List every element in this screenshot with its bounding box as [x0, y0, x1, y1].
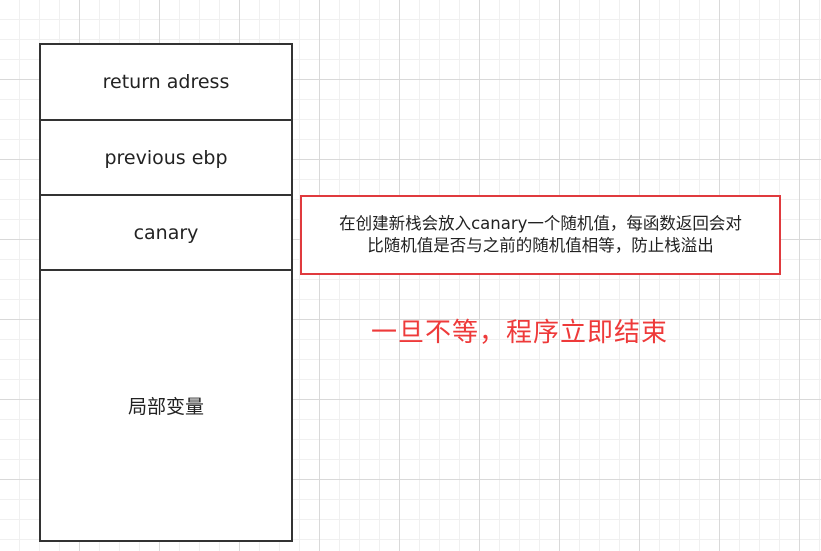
explanation-line-2: 比随机值是否与之前的随机值相等，防止栈溢出: [367, 236, 714, 255]
stack-cell-label: return adress: [102, 71, 230, 93]
canary-explanation-text: 在创建新栈会放入canary一个随机值，每函数返回会对 比随机值是否与之前的随机…: [339, 213, 742, 257]
stack-frame: return adress previous ebp canary 局部变量: [39, 43, 293, 542]
stack-cell-return-address: return adress: [41, 45, 291, 121]
stack-cell-label: 局部变量: [127, 396, 204, 418]
explanation-line-1: 在创建新栈会放入canary一个随机值，每函数返回会对: [339, 214, 742, 233]
stack-cell-canary: canary: [41, 196, 291, 271]
conclusion-text: 一旦不等，程序立即结束: [371, 318, 669, 348]
stack-cell-previous-ebp: previous ebp: [41, 121, 291, 196]
stack-cell-local-variables: 局部变量: [41, 271, 291, 540]
canary-explanation-box: 在创建新栈会放入canary一个随机值，每函数返回会对 比随机值是否与之前的随机…: [300, 195, 781, 275]
stack-cell-label: previous ebp: [104, 146, 228, 169]
stack-cell-label: canary: [133, 221, 199, 244]
